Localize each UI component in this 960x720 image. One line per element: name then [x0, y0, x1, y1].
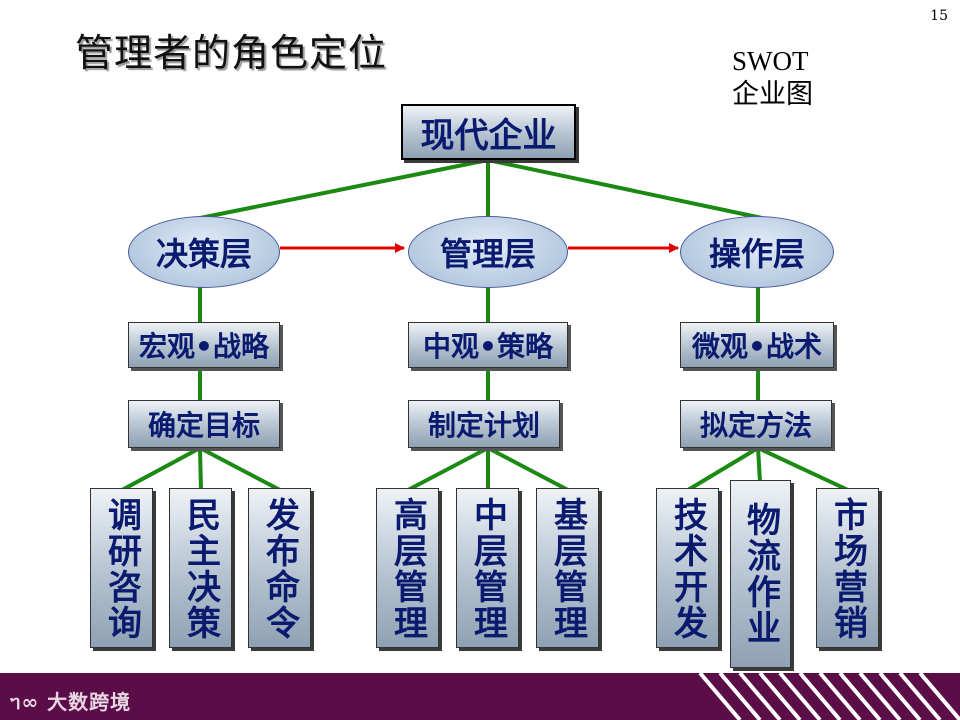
connector-task3-item2 [756, 447, 762, 483]
connector-task2-item1 [407, 446, 489, 492]
side-label: SWOT 企业图 [732, 44, 813, 112]
connector-root-decision [199, 158, 489, 220]
layer-decision: 决策层 [128, 216, 280, 288]
level-decision: 宏观•战略 [128, 322, 280, 368]
side-label-line2: 企业图 [732, 79, 813, 110]
logo-icon: ᥐ∞ [10, 690, 48, 714]
connector-task1-item3 [199, 446, 281, 492]
item-tech-development: 技术开发 [656, 488, 719, 648]
connector-task1-item1 [121, 446, 201, 492]
slide-title: 管理者的角色定位 [75, 31, 388, 75]
connector-task2-item3 [487, 446, 569, 492]
footer-stripes [698, 673, 960, 720]
task-operation: 拟定方法 [680, 400, 832, 448]
connector-task1-item2 [198, 447, 203, 491]
level-operation: 微观•战术 [680, 322, 834, 368]
layer-management: 管理层 [408, 216, 568, 288]
task-decision: 确定目标 [128, 400, 280, 448]
page-number: 15 [930, 8, 948, 24]
item-research-consult: 调研咨询 [90, 488, 153, 648]
layer-operation: 操作层 [680, 216, 834, 288]
level-management: 中观•策略 [408, 322, 568, 368]
item-democratic-decision: 民主决策 [169, 488, 232, 648]
footer-logo: ᥐ∞ 大数跨境 [10, 686, 131, 715]
root-node: 现代企业 [401, 104, 576, 160]
item-marketing: 市场营销 [816, 488, 879, 648]
item-grassroots-management: 基层管理 [536, 488, 599, 648]
item-logistics-operation: 物流作业 [730, 480, 791, 668]
connector-task3-item3 [757, 446, 849, 492]
item-middle-management: 中层管理 [456, 488, 519, 648]
side-label-line1: SWOT [732, 46, 809, 76]
connector-task3-item1 [686, 446, 760, 492]
connector-root-operation [487, 158, 763, 220]
item-issue-command: 发布命令 [248, 488, 311, 648]
footer-logo-text: 大数跨境 [47, 690, 132, 714]
item-senior-management: 高层管理 [376, 488, 439, 648]
task-management: 制定计划 [408, 400, 560, 448]
